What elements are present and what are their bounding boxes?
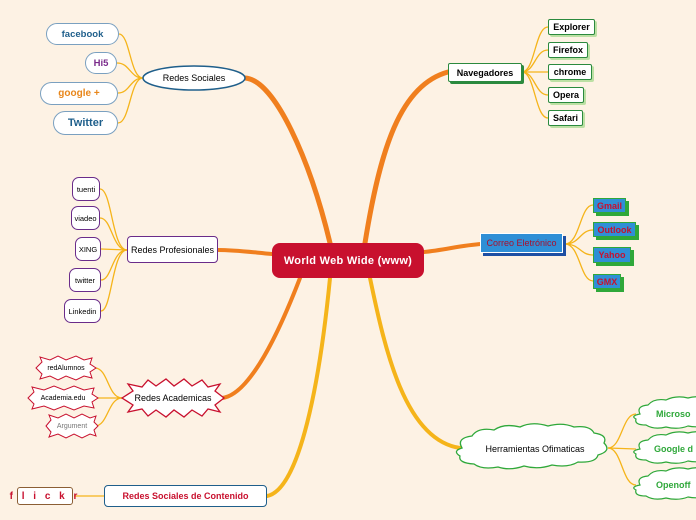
node-profesional-tuenti[interactable]: tuenti xyxy=(72,177,100,201)
branch-redes-contenido xyxy=(265,276,332,498)
cloud-herramientas xyxy=(455,423,608,470)
node-profesional-twitter[interactable]: twitter xyxy=(69,268,101,292)
cloud-item-2 xyxy=(633,431,696,464)
cloud-item-1 xyxy=(633,396,696,429)
node-navegador-firefox[interactable]: Firefox xyxy=(548,42,588,58)
node-herramientas-ofimaticas[interactable]: Herramientas Ofimaticas xyxy=(485,443,585,454)
starburst-item-1 xyxy=(35,355,97,381)
node-red-twitter[interactable]: Twitter xyxy=(53,111,118,135)
node-correo-outlook[interactable]: Outlook xyxy=(593,222,636,237)
branch-redes-sociales xyxy=(242,75,333,246)
node-profesional-viadeo[interactable]: viadeo xyxy=(71,206,100,230)
branch-navegadores xyxy=(362,69,451,246)
node-redes-profesionales[interactable]: Redes Profesionales xyxy=(127,236,218,263)
node-correo-electronico[interactable]: Correo Eletrónico xyxy=(480,233,563,253)
ellipse-redes-sociales xyxy=(142,65,246,91)
starburst-item-3 xyxy=(45,413,99,439)
branch-correo xyxy=(422,242,484,254)
node-redes-sociales[interactable]: Redes Sociales xyxy=(162,73,226,83)
node-contenido-flickr[interactable]: f l i c k r xyxy=(10,487,77,505)
node-profesional-linkedin[interactable]: Linkedin xyxy=(64,299,101,323)
node-navegador-chrome[interactable]: chrome xyxy=(548,64,592,80)
node-red-google-plus[interactable]: google + xyxy=(40,82,118,105)
node-academica-argument[interactable]: Argument xyxy=(56,422,88,430)
starburst-item-2 xyxy=(27,385,99,411)
starburst-redes-academicas xyxy=(120,378,226,418)
node-redes-sociales-contenido[interactable]: Redes Sociales de Contenido xyxy=(104,485,267,507)
node-profesional-xing[interactable]: XING xyxy=(75,237,101,261)
branch-redes-academicas xyxy=(220,276,302,400)
node-academica-redalumnos[interactable]: redAlumnos xyxy=(47,364,85,372)
node-herramienta-microsoft[interactable]: Microso xyxy=(656,409,691,419)
node-navegador-opera[interactable]: Opera xyxy=(548,87,584,103)
node-red-facebook[interactable]: facebook xyxy=(46,23,119,45)
node-academica-academia-edu[interactable]: Academia.edu xyxy=(40,394,86,402)
node-navegador-safari[interactable]: Safari xyxy=(548,110,583,126)
node-correo-gmail[interactable]: Gmail xyxy=(593,198,626,213)
node-redes-academicas[interactable]: Redes Academicas xyxy=(134,393,212,403)
node-correo-yahoo[interactable]: Yahoo xyxy=(593,247,631,263)
node-correo-gmx[interactable]: GMX xyxy=(593,274,621,289)
node-navegadores[interactable]: Navegadores xyxy=(448,63,522,82)
branch-redes-profesionales xyxy=(216,248,274,256)
central-node[interactable]: World Web Wide (www) xyxy=(272,243,424,278)
node-herramienta-google-docs[interactable]: Google d xyxy=(654,444,693,454)
branch-herramientas xyxy=(368,276,462,450)
node-navegador-explorer[interactable]: Explorer xyxy=(548,19,595,35)
node-herramienta-openoffice[interactable]: Openoff xyxy=(656,480,691,490)
node-red-hi5[interactable]: Hi5 xyxy=(85,52,117,74)
cloud-item-3 xyxy=(633,467,696,500)
